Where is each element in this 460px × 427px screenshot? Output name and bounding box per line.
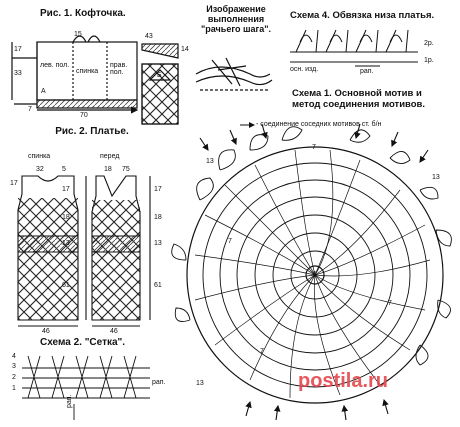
motif-row-7-d: 7 [260, 348, 264, 355]
front-shoulder-dim: 75 [122, 166, 130, 173]
front-row-17: 17 [154, 186, 162, 193]
back-label: спинка [76, 68, 99, 75]
front-bottom-dim: 46 [110, 328, 118, 335]
back-side-dim: 17 [10, 180, 18, 187]
edging-row-2: 2р. [424, 40, 434, 47]
edging-chart [290, 29, 418, 67]
back-shoulder-dim: 5 [62, 166, 66, 173]
main-motif-chart [171, 122, 452, 421]
edging-row-1: 1р. [424, 57, 434, 64]
front-row-13: 13 [154, 240, 162, 247]
back-row-17: 17 [62, 186, 70, 193]
mesh-side-rap: рап. [66, 394, 73, 408]
right-front-label: прав. пол. [110, 62, 128, 76]
marker-b: Б [157, 72, 162, 79]
front-row-18: 18 [154, 214, 162, 221]
mesh-chart [22, 355, 150, 420]
back-bottom-dim: 46 [42, 328, 50, 335]
dress-front-label: перед [100, 153, 120, 160]
mesh-row-2: 2 [12, 374, 16, 381]
dim-bottom-left: 7 [28, 106, 32, 113]
back-row-18: 18 [62, 214, 70, 221]
dress-back-label: спинка [28, 153, 51, 160]
step-title: Изображение выполнения "рачьего шага". [201, 4, 271, 34]
edging-rap-label: рап. [360, 68, 374, 75]
back-row-13: 13 [62, 240, 70, 247]
dim-sleeve-right: 14 [181, 46, 189, 53]
mesh-rap-label: рап. [152, 379, 166, 386]
edging-base-label: осн. изд. [290, 66, 319, 73]
left-front-label: лев. пол. [40, 62, 70, 69]
dim-sleeve: 43 [145, 33, 153, 40]
mesh-row-1: 1 [12, 385, 16, 392]
motif-row-7-b: 7 [228, 238, 232, 245]
motif-legend: - соединение соседних мотивов ст. б/н [256, 121, 382, 128]
motif-title: Схема 1. Основной мотив и метод соединен… [292, 88, 426, 110]
crab-step-illustration [195, 57, 273, 91]
dress-title: Рис. 2. Платье. [55, 126, 129, 137]
mesh-row-4: 4 [12, 353, 16, 360]
dim-top-center: 15 [74, 31, 82, 38]
mesh-title: Схема 2. "Сетка". [40, 337, 126, 348]
dim-left-height: 33 [14, 70, 22, 77]
dress-front-diagram [91, 175, 151, 327]
watermark: postila.ru [298, 370, 389, 392]
front-row-61: 61 [154, 282, 162, 289]
motif-row-13-a: 13 [206, 158, 214, 165]
motif-row-7-a: 7 [312, 144, 316, 151]
motif-row-13-b: 13 [432, 174, 440, 181]
mesh-row-3: 3 [12, 363, 16, 370]
marker-a: А [41, 88, 46, 95]
motif-row-13-c: 13 [196, 380, 204, 387]
blouse-diagram [11, 35, 179, 125]
back-top-dim: 32 [36, 166, 44, 173]
motif-row-7-c: 7 [388, 300, 392, 307]
blouse-title: Рис. 1. Кофточка. [40, 8, 126, 19]
dim-bottom-width: 70 [80, 112, 88, 119]
dim-left-top: 17 [14, 46, 22, 53]
dress-back-diagram [17, 175, 87, 327]
edging-title: Схема 4. Обвязка низа платья. [290, 10, 435, 21]
front-top-dim: 18 [104, 166, 112, 173]
motif-row-1: 1 [313, 271, 317, 278]
back-row-61: 61 [62, 282, 70, 289]
